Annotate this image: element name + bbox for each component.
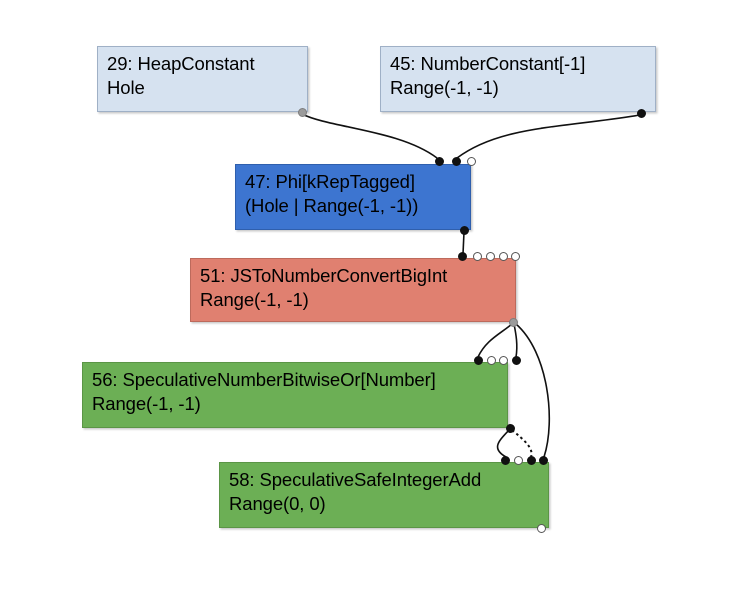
ir-node-56[interactable]: 56: SpeculativeNumberBitwiseOr[Number] Ra…	[82, 362, 508, 428]
edge-56-to-58	[496, 429, 510, 458]
ir-node-51-input-port-1[interactable]	[472, 251, 482, 261]
ir-node-58-output-port-0[interactable]	[536, 523, 546, 533]
ir-node-56-output-port-0[interactable]	[505, 423, 515, 433]
ir-node-51-output-port-0[interactable]	[508, 317, 518, 327]
ir-node-51-input-port-3[interactable]	[498, 251, 508, 261]
edge-29-to-47	[301, 113, 438, 159]
ir-node-51-input-port-2[interactable]	[485, 251, 495, 261]
ir-node-56-input-port-3[interactable]	[511, 355, 521, 365]
ir-node-58-input-port-1[interactable]	[513, 455, 523, 465]
ir-node-58-input-port-3[interactable]	[538, 455, 548, 465]
ir-node-56-title: 56: SpeculativeNumberBitwiseOr[Number]	[92, 369, 436, 390]
ir-node-56-subtitle: Range(-1, -1)	[92, 393, 201, 415]
edge-56-to-58	[511, 429, 533, 458]
edge-45-to-47	[456, 114, 641, 159]
edge-47-to-51	[462, 231, 465, 255]
ir-node-58-input-port-2[interactable]	[526, 455, 536, 465]
ir-node-47-output-port-0[interactable]	[459, 225, 469, 235]
ir-node-51-input-port-4[interactable]	[510, 251, 520, 261]
ir-node-56-input-port-2[interactable]	[498, 355, 508, 365]
ir-node-56-input-port-1[interactable]	[486, 355, 496, 365]
ir-node-47[interactable]: 47: Phi[kRepTagged] (Hole | Range(-1, -1)…	[235, 164, 471, 230]
ir-node-51-title: 51: JSToNumberConvertBigInt	[200, 265, 448, 286]
ir-node-45-output-port-0[interactable]	[636, 108, 646, 118]
ir-node-45[interactable]: 45: NumberConstant[-1] Range(-1, -1)	[380, 46, 656, 112]
ir-node-45-title: 45: NumberConstant[-1]	[390, 53, 586, 74]
ir-node-47-input-port-2[interactable]	[466, 156, 476, 166]
ir-node-29-title: 29: HeapConstant	[107, 53, 255, 74]
ir-node-29-output-port-0[interactable]	[297, 107, 307, 117]
ir-node-58-subtitle: Range(0, 0)	[229, 493, 326, 515]
edge-51-to-56	[513, 323, 518, 358]
ir-node-51-subtitle: Range(-1, -1)	[200, 289, 309, 311]
ir-node-29-subtitle: Hole	[107, 77, 145, 99]
ir-node-47-input-port-1[interactable]	[451, 156, 461, 166]
ir-node-47-title: 47: Phi[kRepTagged]	[245, 171, 415, 192]
ir-node-58-title: 58: SpeculativeSafeIntegerAdd	[229, 469, 482, 490]
ir-node-47-input-port-0[interactable]	[434, 156, 444, 166]
edge-51-to-58	[515, 323, 551, 458]
ir-node-51-input-port-0[interactable]	[457, 251, 467, 261]
ir-node-56-input-port-0[interactable]	[473, 355, 483, 365]
ir-node-58-input-port-0[interactable]	[500, 455, 510, 465]
ir-node-45-subtitle: Range(-1, -1)	[390, 77, 499, 99]
ir-node-47-subtitle: (Hole | Range(-1, -1))	[245, 195, 419, 217]
edge-51-to-56	[477, 323, 513, 358]
